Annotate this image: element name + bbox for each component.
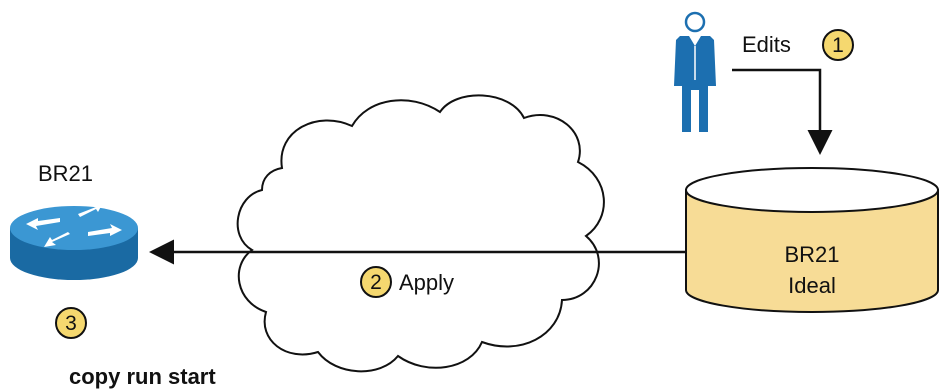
copy-run-start-label: copy run start	[69, 364, 216, 389]
step-1-number: 1	[832, 34, 844, 57]
router-name-label: BR21	[38, 161, 93, 186]
router-arrows-icon	[26, 201, 122, 247]
cloud-icon	[236, 94, 605, 373]
apply-label: Apply	[399, 270, 454, 295]
database-label-line2: Ideal	[788, 273, 836, 298]
database-label-line1: BR21	[784, 242, 839, 267]
step-1-badge: 1	[822, 29, 854, 61]
edits-arrow	[732, 68, 833, 155]
step-3-number: 3	[65, 312, 77, 335]
step-2-number: 2	[370, 271, 382, 294]
edits-label: Edits	[742, 32, 791, 57]
database-icon	[685, 167, 939, 313]
router-icon	[10, 201, 138, 280]
person-icon	[674, 11, 716, 132]
step-3-badge: 3	[55, 307, 87, 339]
step-2-badge: 2	[360, 266, 392, 298]
cloud	[236, 94, 605, 373]
